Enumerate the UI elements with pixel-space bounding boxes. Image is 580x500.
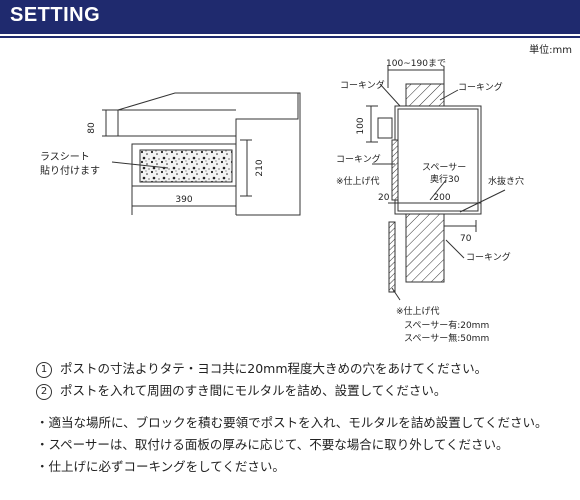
step-2-text: ポストを入れて周囲のすき間にモルタルを詰め、設置してください。: [60, 383, 447, 398]
header-bar: SETTING: [0, 0, 580, 34]
lath-label-line-2: 貼り付けます: [40, 164, 100, 177]
dim-20-label: 20: [378, 193, 390, 203]
step-2: 2 ポストを入れて周囲のすき間にモルタルを詰め、設置してください。: [36, 380, 487, 402]
finish-note-line-2: スペーサー無:50mm: [404, 332, 489, 344]
dim-200-label: 200: [433, 193, 450, 203]
finish-note-line-1: スペーサー有:20mm: [404, 319, 489, 331]
range-label: 100~190まで: [386, 58, 446, 69]
step-1: 1 ポストの寸法よりタテ・ヨコ共に20mm程度大きめの穴をあけてください。: [36, 358, 487, 380]
installation-diagram: 80 210 390 ラスシート 貼り付けます: [40, 58, 524, 344]
dim-210-label: 210: [255, 159, 265, 176]
drain-hole-label: 水抜き穴: [488, 175, 524, 187]
step-2-number: 2: [36, 384, 52, 400]
note-2: ・スペーサーは、取付ける面板の厚みに応じて、不要な場合に取り外してください。: [36, 437, 509, 452]
step-1-number: 1: [36, 362, 52, 378]
spacer-label-line-1: スペーサー: [422, 162, 466, 173]
unit-label: 単位:mm: [529, 45, 572, 56]
caulking-mid-label: コーキング: [336, 153, 381, 165]
dim-80-label: 80: [87, 122, 97, 134]
step-1-text: ポストの寸法よりタテ・ヨコ共に20mm程度大きめの穴をあけてください。: [60, 361, 488, 376]
page-title: SETTING: [10, 4, 101, 26]
post-section-view: [366, 66, 506, 301]
note-3: ・仕上げに必ずコーキングをしてください。: [36, 459, 285, 474]
caulking-top-right-label: コーキング: [458, 81, 503, 93]
post-front-view: [102, 92, 301, 216]
header-rule: [0, 36, 580, 38]
lath-label-line-1: ラスシート: [40, 151, 90, 163]
caulking-bottom-label: コーキング: [466, 251, 511, 263]
dim-70-label: 70: [460, 234, 472, 244]
dim-390-label: 390: [175, 195, 192, 205]
step-list: 1 ポストの寸法よりタテ・ヨコ共に20mm程度大きめの穴をあけてください。 2 ポス…: [36, 358, 487, 402]
spacer-label-line-2: 奥行30: [430, 173, 460, 185]
finish-allowance-label: ※仕上げ代: [336, 175, 380, 187]
dim-100-label: 100: [356, 117, 366, 134]
note-1: ・適当な場所に、ブロックを積む要領でポストを入れ、モルタルを詰め設置してください…: [36, 415, 548, 430]
note-list: ・適当な場所に、ブロックを積む要領でポストを入れ、モルタルを詰め設置してください…: [36, 412, 548, 478]
caulking-top-left-label: コーキング: [340, 79, 385, 91]
finish-note-title: ※仕上げ代: [396, 305, 440, 317]
